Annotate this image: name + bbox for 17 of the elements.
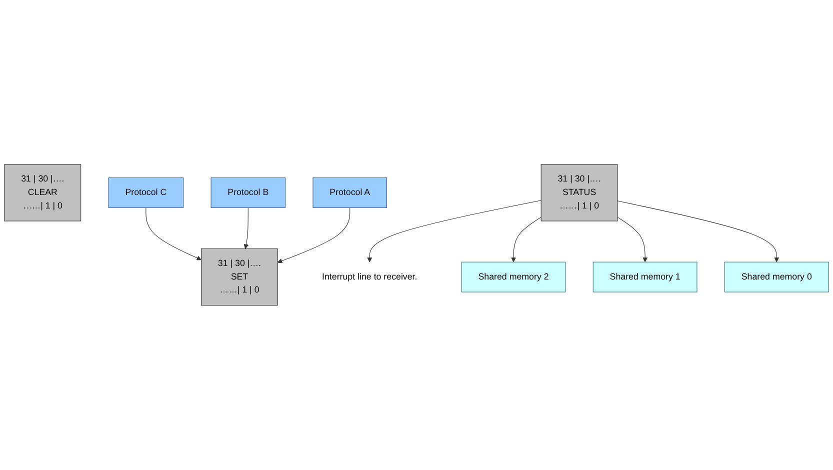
- arrow: [367, 200, 542, 262]
- node-box: 31 | 30 |…. STATUS ……| 1 | 0: [540, 164, 618, 222]
- node-box: Protocol A: [312, 178, 387, 208]
- node-box: Shared memory 0: [724, 262, 829, 292]
- node-box: Protocol C: [108, 178, 184, 208]
- arrow: [511, 217, 542, 262]
- arrow: [244, 208, 249, 250]
- node-box: 31 | 30 |…. CLEAR ……| 1 | 0: [4, 164, 82, 222]
- node-box: 31 | 30 |…. SET ……| 1 | 0: [201, 248, 278, 306]
- arrow: [617, 200, 780, 262]
- arrow: [277, 208, 350, 264]
- node-box: Protocol B: [210, 178, 286, 208]
- node-box: Shared memory 2: [461, 262, 566, 292]
- arrow: [146, 208, 202, 260]
- node-text: Interrupt line to receiver.: [322, 272, 418, 282]
- arrow: [617, 217, 648, 262]
- node-box: Shared memory 1: [592, 262, 698, 292]
